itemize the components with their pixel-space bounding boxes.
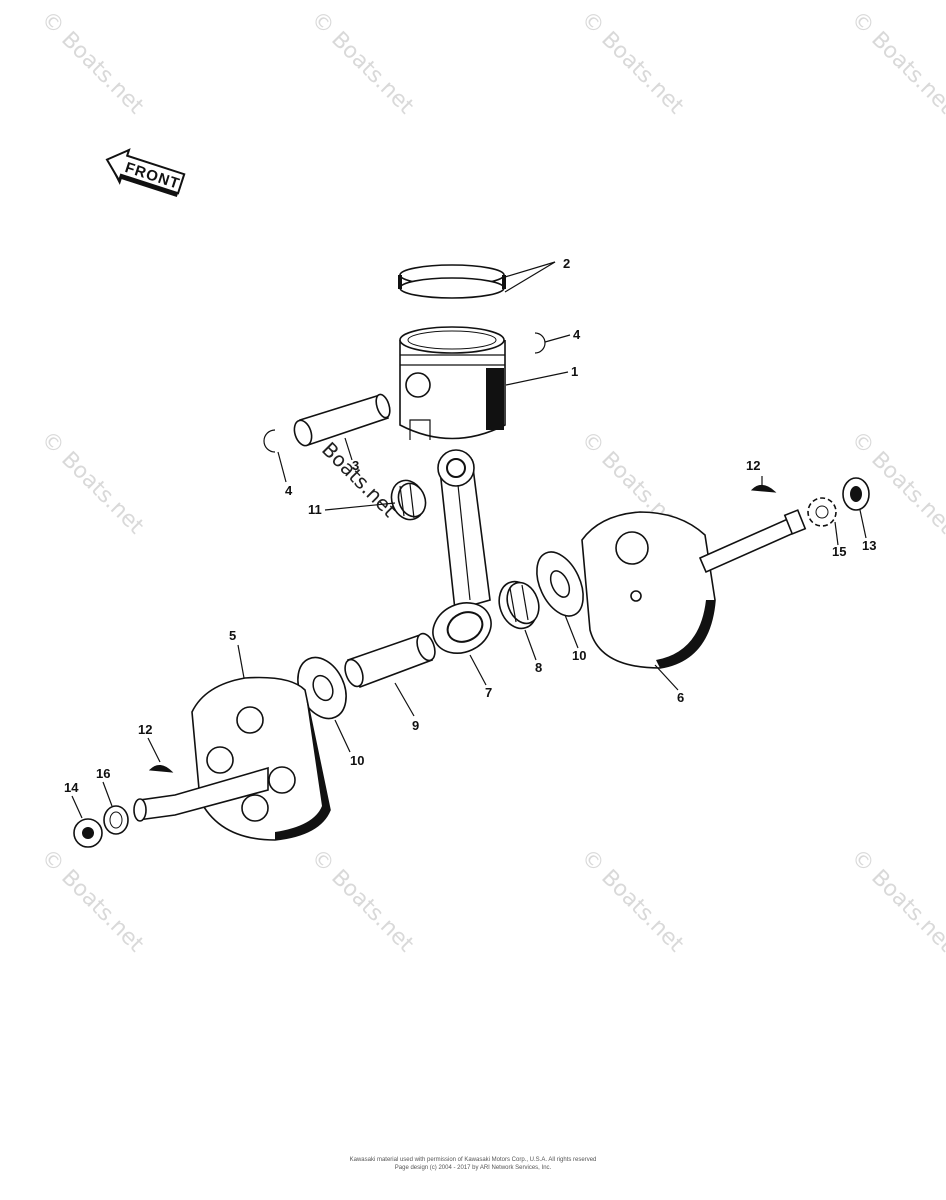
- washer-left: [103, 805, 129, 835]
- woodruff-key-left: [148, 765, 174, 773]
- callout-14: 14: [64, 780, 79, 795]
- callout-5: 5: [229, 628, 236, 643]
- woodruff-key-right: [750, 485, 777, 493]
- piston: [399, 326, 506, 440]
- leader-lines: [71, 261, 867, 819]
- small-end-bearing: [390, 479, 427, 521]
- callout-11: 11: [308, 502, 322, 517]
- watermark: © Boats.net: [36, 427, 149, 540]
- watermark: © Boats.net: [36, 7, 149, 120]
- callout-1: 1: [571, 364, 578, 379]
- callout-7: 7: [485, 685, 492, 700]
- callout-4b: 4: [285, 483, 293, 498]
- thrust-washer-right: [536, 551, 584, 617]
- callout-9: 9: [412, 718, 419, 733]
- callout-13: 13: [862, 538, 876, 553]
- callout-8: 8: [535, 660, 542, 675]
- callout-16: 16: [96, 766, 110, 781]
- piston-rings: [398, 264, 506, 299]
- callout-2: 2: [563, 256, 570, 271]
- thrust-washer-left: [297, 656, 347, 720]
- callout-12: 12: [138, 722, 152, 737]
- sprocket: [807, 497, 837, 527]
- watermark: © Boats.net: [846, 7, 946, 120]
- watermark: © Boats.net: [846, 845, 946, 958]
- watermark: © Boats.net: [306, 845, 419, 958]
- callout-labels: 1 2 3 4 4 5 6 7 8 9 10 10 11 12 12 13 14…: [64, 256, 876, 795]
- callout-4: 4: [573, 327, 581, 342]
- watermark: © Boats.net: [306, 7, 419, 120]
- callout-10: 10: [350, 753, 364, 768]
- watermark: © Boats.net: [576, 845, 689, 958]
- piston-pin: [293, 393, 391, 447]
- watermark: © Boats.net: [36, 845, 149, 958]
- callout-10b: 10: [572, 648, 586, 663]
- footer-page-design: Page design (c) 2004 - 2017 by ARI Netwo…: [394, 1165, 552, 1171]
- watermark: © Boats.net: [576, 7, 689, 120]
- left-crank-half: [133, 676, 331, 841]
- footer-copyright: Kawasaki material used with permission o…: [349, 1157, 597, 1163]
- right-crank-half: [581, 509, 807, 669]
- callout-3: 3: [352, 458, 359, 473]
- front-arrow-icon: FRONT: [105, 148, 186, 198]
- nut-left: [73, 818, 103, 848]
- callout-6: 6: [677, 690, 684, 705]
- nut-right: [842, 477, 870, 511]
- callout-12b: 12: [746, 458, 760, 473]
- connecting-rod: [432, 449, 492, 654]
- circlips: [263, 332, 546, 453]
- crank-pin: [344, 632, 436, 689]
- big-end-bearing: [498, 580, 540, 630]
- callout-15: 15: [832, 544, 846, 559]
